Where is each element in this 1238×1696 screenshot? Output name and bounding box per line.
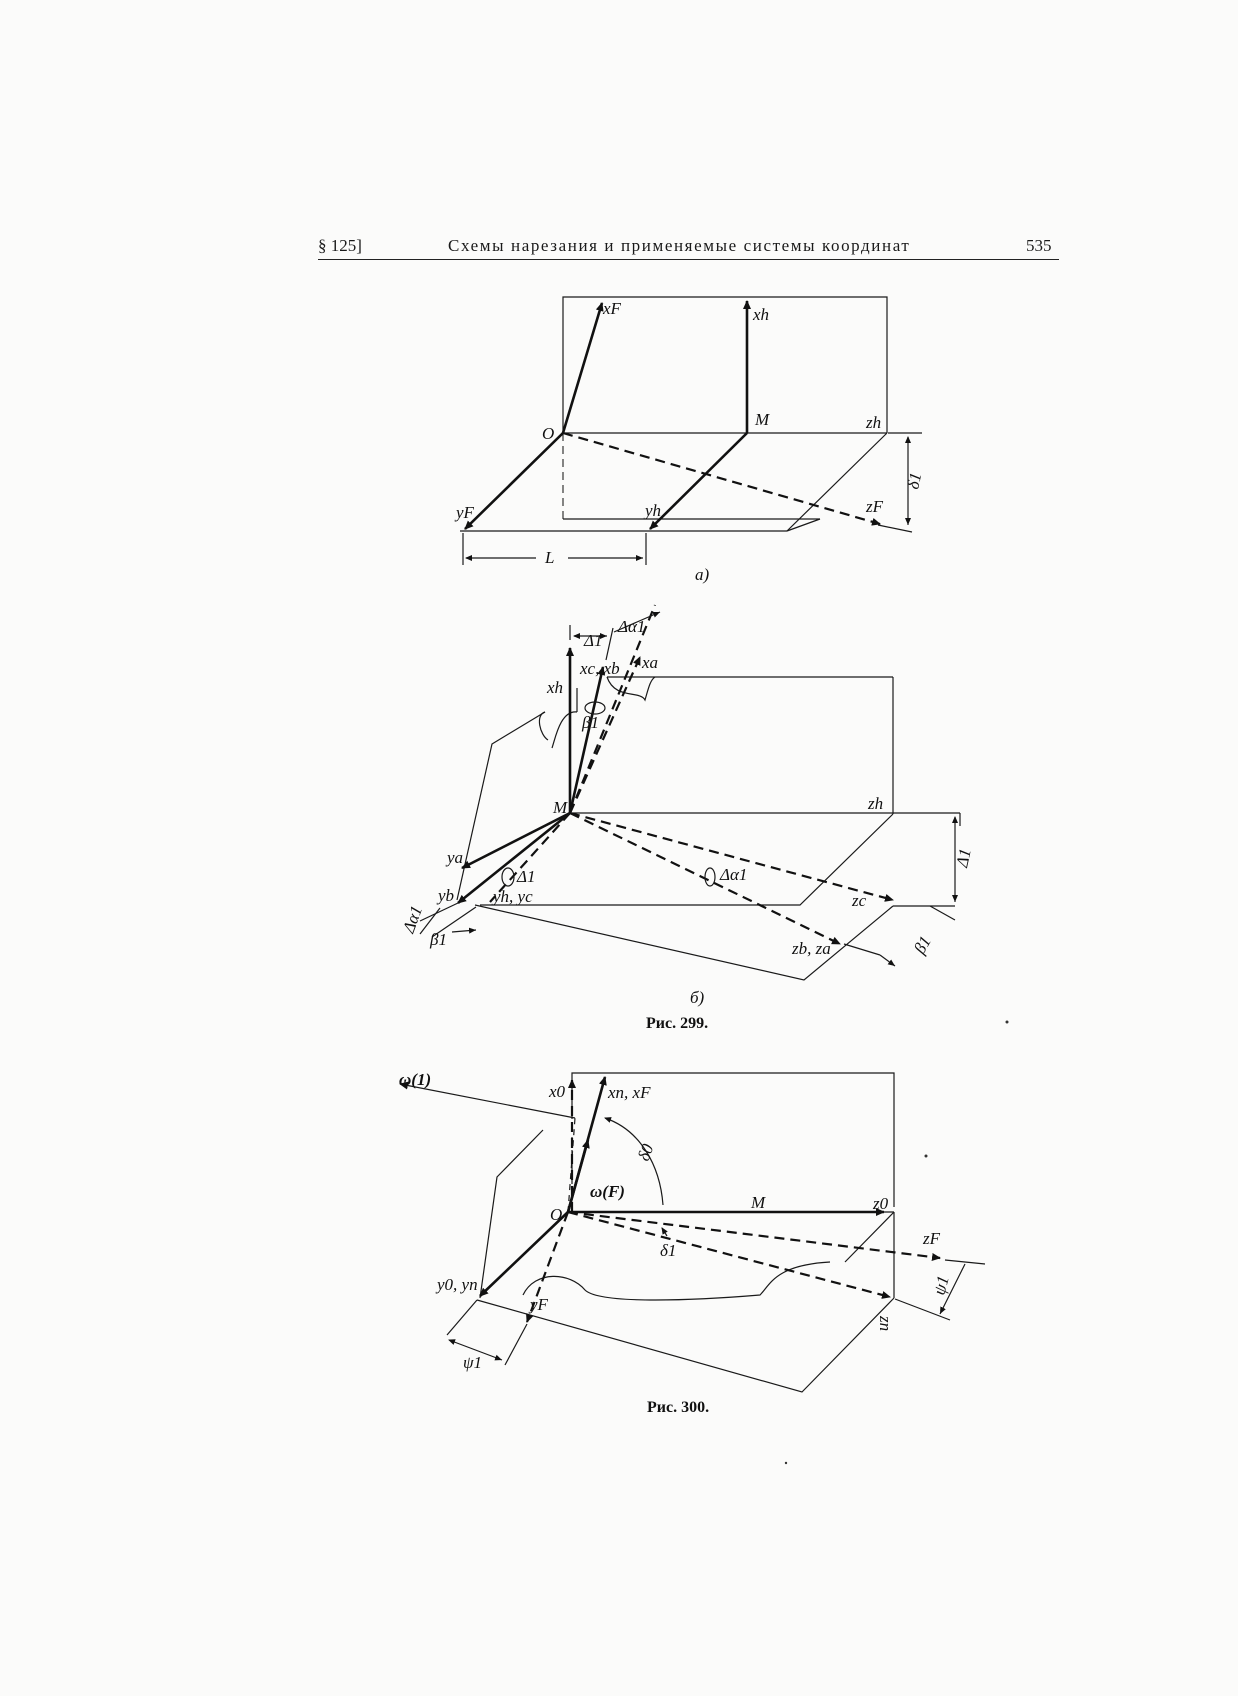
figure-299a: xF xh O M zh zF yF yh L δ1 a) <box>454 297 925 584</box>
label-Delta1-low: Δ1 <box>516 867 535 886</box>
label-xc-xb: xc, xb <box>579 659 620 678</box>
figure-299b: Δ1 Δα1 xc, xb xa xh β1 M zh ya yb Δ1 yh,… <box>399 605 975 1007</box>
Delta1-ext-right <box>606 628 613 660</box>
label-x0: x0 <box>548 1082 566 1101</box>
label-xh: xh <box>752 305 769 324</box>
label-zh: zh <box>865 413 881 432</box>
label-zh: zh <box>867 794 883 813</box>
label-L: L <box>544 548 554 567</box>
label-zc: zc <box>851 891 867 910</box>
label-xa: xa <box>641 653 658 672</box>
tilted-plane-left <box>480 1130 543 1298</box>
caption-fig-299: Рис. 299. <box>646 1015 708 1032</box>
label-yb: yb <box>436 886 454 905</box>
label-delta1: δ1 <box>903 471 925 491</box>
print-speck <box>925 1155 928 1158</box>
axis-xc-xb <box>570 667 603 813</box>
label-yF: yF <box>528 1295 549 1314</box>
break-curve-left <box>552 688 577 748</box>
print-speck <box>1006 1021 1009 1024</box>
label-zF: zF <box>922 1229 941 1248</box>
label-Delta1-top: Δ1 <box>583 631 602 650</box>
axis-zn <box>568 1212 890 1297</box>
break-curve <box>539 712 548 740</box>
label-beta1-left: β1 <box>429 930 447 949</box>
axis-xF <box>563 303 602 433</box>
label-yF: yF <box>454 503 475 522</box>
right-slant <box>845 1212 894 1262</box>
print-speck <box>785 1462 787 1464</box>
rotation-symbol-dalpha1 <box>705 868 715 886</box>
label-omegaF: ω(F) <box>590 1182 625 1201</box>
label-ya: ya <box>445 848 463 867</box>
beta1-right-dim-a <box>880 955 895 966</box>
label-psi1-left: ψ1 <box>463 1353 482 1372</box>
label-M: M <box>754 410 770 429</box>
zF-extension <box>945 1260 985 1264</box>
label-psi1-right: ψ1 <box>930 1274 953 1297</box>
label-zn: zn <box>876 1315 895 1331</box>
axis-y0-yn <box>480 1212 568 1296</box>
axis-zF <box>568 1212 940 1258</box>
label-z0: z0 <box>872 1194 889 1213</box>
yF-extension <box>505 1324 527 1365</box>
axis-ya <box>462 813 570 868</box>
axis-yF <box>465 433 563 529</box>
zF-extension <box>878 525 912 532</box>
sublabel-a: a) <box>695 565 710 584</box>
broken-edge <box>523 1262 830 1300</box>
left-extension <box>420 903 458 921</box>
beta1-right-dim-b <box>930 906 955 920</box>
axis-zc <box>570 813 893 900</box>
label-zF: zF <box>865 497 884 516</box>
label-xn-xF: xn, xF <box>607 1083 651 1102</box>
slant-edge <box>787 519 820 531</box>
right-edge <box>787 433 887 531</box>
label-M: M <box>750 1193 766 1212</box>
caption-fig-300: Рис. 300. <box>647 1399 709 1416</box>
label-dalpha1-mid: Δα1 <box>719 865 747 884</box>
label-dalpha1-top: Δα1 <box>617 617 645 636</box>
figure-300: ω(1) x0 xn, xF ω(F) δ0 O M z0 zF δ1 y0, … <box>399 1070 985 1392</box>
label-yh: yh <box>643 501 661 520</box>
label-xF: xF <box>602 299 622 318</box>
label-delta1: δ1 <box>660 1241 676 1260</box>
label-y0-yn: y0, yn <box>435 1275 478 1294</box>
y0-extension <box>447 1300 477 1335</box>
beta1-left-dimension <box>452 930 476 932</box>
label-Delta1-right: Δ1 <box>952 847 975 870</box>
broken-edge <box>607 677 655 700</box>
sublabel-b: б) <box>690 988 705 1007</box>
axis-zF <box>563 433 880 524</box>
label-xh: xh <box>546 678 563 697</box>
label-O: O <box>550 1205 562 1224</box>
label-O: O <box>542 424 554 443</box>
label-omega1: ω(1) <box>399 1070 431 1089</box>
label-yh-yc: yh, yc <box>491 887 533 906</box>
zb-extension <box>844 944 880 955</box>
label-beta1-up: β1 <box>581 713 599 732</box>
label-delta0: δ0 <box>634 1141 658 1163</box>
delta1-tick <box>662 1228 667 1236</box>
label-beta1-right: β1 <box>910 933 935 958</box>
label-zb-za: zb, za <box>791 939 831 958</box>
label-M: M <box>552 798 568 817</box>
